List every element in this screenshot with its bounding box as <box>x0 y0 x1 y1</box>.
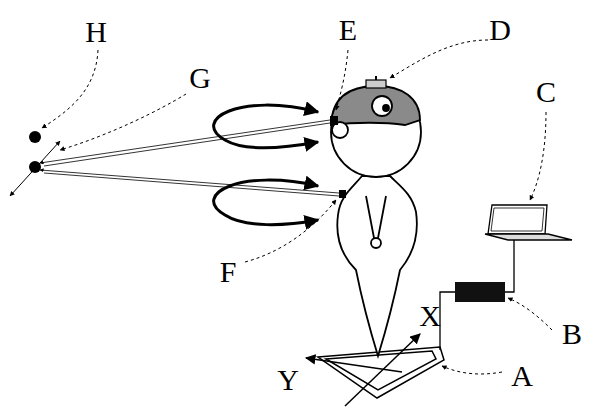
person <box>331 76 421 356</box>
laptop <box>485 205 572 240</box>
target-dot <box>29 161 41 173</box>
x-axis <box>345 334 420 406</box>
part-label: G <box>189 63 211 93</box>
part-label: F <box>220 257 237 287</box>
rotation-arrow <box>214 180 318 225</box>
amplifier-box <box>455 282 505 302</box>
part-label: C <box>536 77 556 107</box>
hip-marker <box>339 190 346 198</box>
force-plate <box>318 347 444 398</box>
head-marker <box>330 116 338 125</box>
rotation-arrow <box>214 105 318 148</box>
part-label: E <box>339 15 357 45</box>
target-dot <box>29 131 41 143</box>
leader-line <box>42 40 552 374</box>
displacement-arrow <box>10 141 60 196</box>
part-label: B <box>562 319 582 349</box>
part-label: D <box>489 15 511 45</box>
part-label: H <box>85 17 107 47</box>
wire <box>440 292 455 350</box>
sight-line <box>40 120 339 196</box>
part-label: A <box>511 361 533 391</box>
wire <box>505 238 514 292</box>
part-label: Y <box>277 365 299 395</box>
part-label: X <box>419 301 441 331</box>
